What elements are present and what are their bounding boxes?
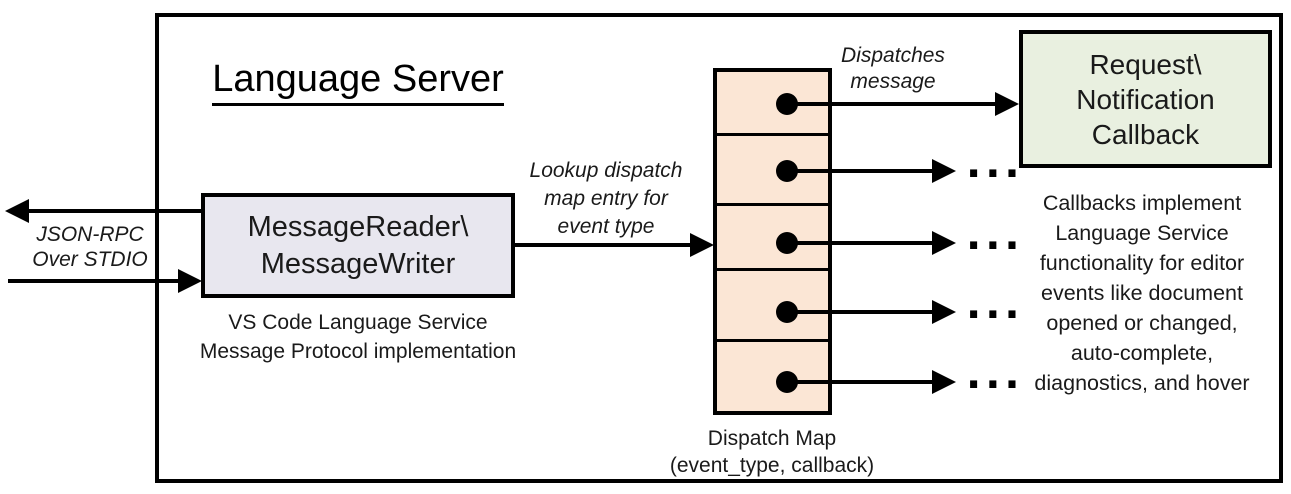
message-reader-writer-label: MessageReader\ MessageWriter xyxy=(247,210,469,280)
dispatch-arrow-line xyxy=(787,241,933,245)
lookup-label: Lookup dispatch map entry for event type xyxy=(529,159,683,238)
message-reader-writer-box: MessageReader\ MessageWriter xyxy=(201,193,515,298)
stdio-out-arrow-line xyxy=(28,209,201,213)
dispatch-map-cell xyxy=(717,136,828,206)
stdio-label: JSON-RPC Over STDIO xyxy=(32,223,148,271)
ellipsis: ... xyxy=(966,141,1024,187)
dispatch-map-cell xyxy=(717,271,828,342)
dispatch-arrow-line xyxy=(787,310,933,314)
page-title-text: Language Server xyxy=(212,58,504,106)
dispatch-arrowhead-icon xyxy=(932,231,956,255)
dispatch-arrow-line xyxy=(787,102,996,106)
callback-box-label: Request\ Notification Callback xyxy=(1076,48,1215,150)
dispatch-map-caption: Dispatch Map (event_type, callback) xyxy=(669,427,875,477)
dispatch-arrow-line xyxy=(787,380,933,384)
dispatch-arrowhead-icon xyxy=(932,370,956,394)
ellipsis: ... xyxy=(966,352,1024,398)
dispatch-arrow-line xyxy=(787,169,933,173)
stdio-out-arrowhead-icon xyxy=(5,199,29,223)
ellipsis: ... xyxy=(966,213,1024,259)
reader-box-caption: VS Code Language Service Message Protoco… xyxy=(199,311,517,363)
dispatch-map-cell xyxy=(717,342,828,411)
dispatch-arrowhead-icon xyxy=(995,92,1019,116)
lookup-arrow-line xyxy=(515,243,691,247)
request-notification-callback-box: Request\ Notification Callback xyxy=(1019,30,1272,168)
dispatch-map-cell xyxy=(717,72,828,136)
dispatch-arrowhead-icon xyxy=(932,159,956,183)
dispatch-map-cell xyxy=(717,206,828,271)
callbacks-note: Callbacks implement Language Service fun… xyxy=(1034,191,1250,395)
dispatches-message-label: Dispatches message xyxy=(841,44,945,93)
language-server-box xyxy=(155,13,1283,483)
dispatch-arrowhead-icon xyxy=(932,300,956,324)
page-title: Language Server xyxy=(201,57,515,106)
stdio-in-arrow-line xyxy=(8,279,179,283)
ellipsis: ... xyxy=(966,282,1024,328)
stdio-in-arrowhead-icon xyxy=(178,269,202,293)
lookup-arrowhead-icon xyxy=(690,233,714,257)
